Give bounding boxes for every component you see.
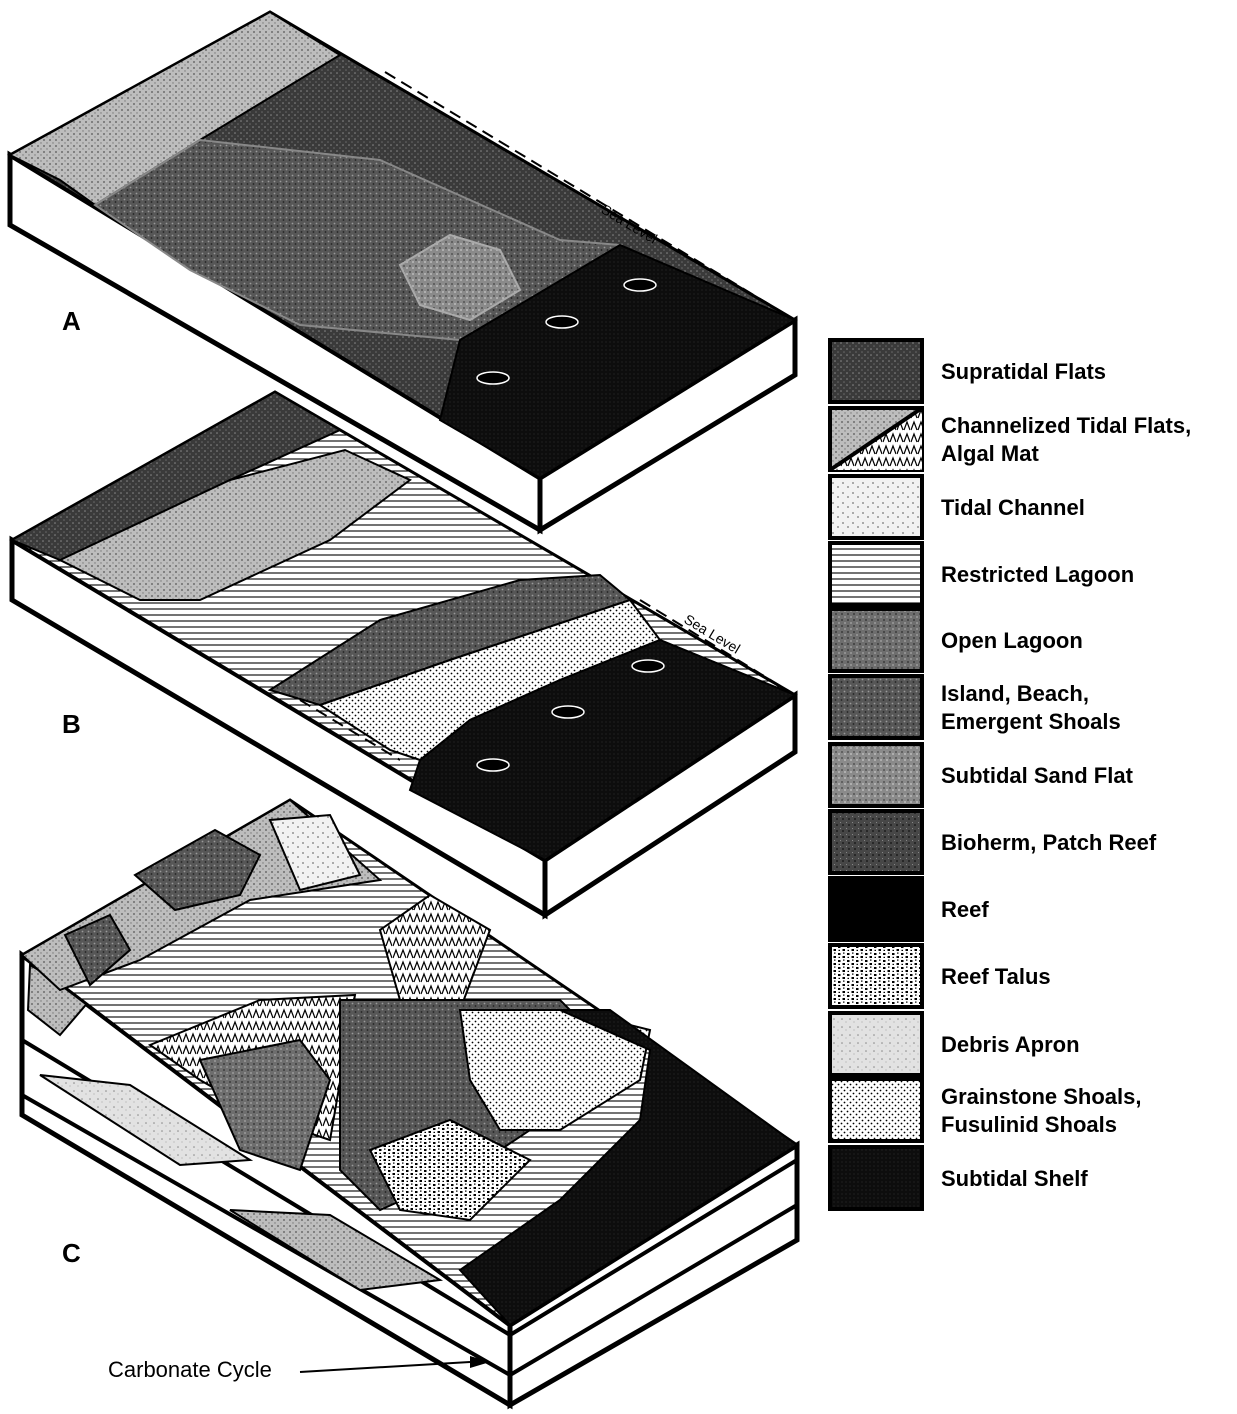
legend-label: Channelized Tidal Flats, bbox=[941, 413, 1191, 438]
block-b-patch-reef-3 bbox=[477, 759, 509, 771]
legend-swatch bbox=[830, 811, 922, 873]
legend-label: Bioherm, Patch Reef bbox=[941, 830, 1157, 855]
block-a-patch-reef-1 bbox=[624, 279, 656, 291]
legend-swatch bbox=[830, 340, 922, 402]
block-b-patch-reef-1 bbox=[632, 660, 664, 672]
legend-item: Bioherm, Patch Reef bbox=[830, 811, 1157, 873]
legend-label: Reef Talus bbox=[941, 964, 1051, 989]
block-a-patch-reef-3 bbox=[477, 372, 509, 384]
legend-label: Tidal Channel bbox=[941, 495, 1085, 520]
legend-label: Supratidal Flats bbox=[941, 359, 1106, 384]
legend-label: Open Lagoon bbox=[941, 628, 1083, 653]
legend-label: Subtidal Sand Flat bbox=[941, 763, 1134, 788]
legend-swatch bbox=[830, 1079, 922, 1141]
block-a: Sea Level A bbox=[10, 12, 795, 530]
legend-label: Reef bbox=[941, 897, 989, 922]
legend-label: Subtidal Shelf bbox=[941, 1166, 1088, 1191]
panel-letter-c: C bbox=[62, 1238, 81, 1268]
legend-label: Fusulinid Shoals bbox=[941, 1112, 1117, 1137]
legend-item: Island, Beach, Emergent Shoals bbox=[830, 676, 1121, 738]
legend-swatch bbox=[830, 609, 922, 671]
legend-swatch bbox=[830, 543, 922, 605]
legend-swatch bbox=[830, 744, 922, 806]
legend-item: Channelized Tidal Flats, Algal Mat bbox=[830, 408, 1191, 470]
legend-label: Algal Mat bbox=[941, 441, 1039, 466]
facies-legend: Supratidal FlatsChannelized Tidal Flats,… bbox=[830, 340, 1191, 1209]
legend-item: Debris Apron bbox=[830, 1013, 1080, 1075]
legend-item: Grainstone Shoals, Fusulinid Shoals bbox=[830, 1079, 1142, 1141]
legend-swatch bbox=[830, 476, 922, 538]
legend-swatch bbox=[830, 676, 922, 738]
legend-item: Supratidal Flats bbox=[830, 340, 1106, 402]
legend-item: Subtidal Sand Flat bbox=[830, 744, 1134, 806]
legend-swatch bbox=[830, 1013, 922, 1075]
block-a-patch-reef-2 bbox=[546, 316, 578, 328]
block-b: Sea Level B bbox=[12, 392, 795, 915]
legend-label: Emergent Shoals bbox=[941, 709, 1121, 734]
block-c: Carbonate Cycle C bbox=[22, 800, 797, 1405]
legend-item: Restricted Lagoon bbox=[830, 543, 1134, 605]
legend-swatch bbox=[830, 1147, 922, 1209]
legend-item: Open Lagoon bbox=[830, 609, 1083, 671]
panel-letter-b: B bbox=[62, 709, 81, 739]
legend-label: Debris Apron bbox=[941, 1032, 1080, 1057]
legend-label: Island, Beach, bbox=[941, 681, 1089, 706]
legend-swatch bbox=[830, 878, 922, 940]
legend-item: Reef bbox=[830, 878, 989, 940]
block-b-patch-reef-2 bbox=[552, 706, 584, 718]
legend-label: Restricted Lagoon bbox=[941, 562, 1134, 587]
carbonate-cycle-label: Carbonate Cycle bbox=[108, 1357, 272, 1382]
panel-letter-a: A bbox=[62, 306, 81, 336]
legend-item: Tidal Channel bbox=[830, 476, 1085, 538]
legend-swatch bbox=[830, 945, 922, 1007]
legend-item: Subtidal Shelf bbox=[830, 1147, 1088, 1209]
legend-item: Reef Talus bbox=[830, 945, 1051, 1007]
legend-label: Grainstone Shoals, bbox=[941, 1084, 1142, 1109]
